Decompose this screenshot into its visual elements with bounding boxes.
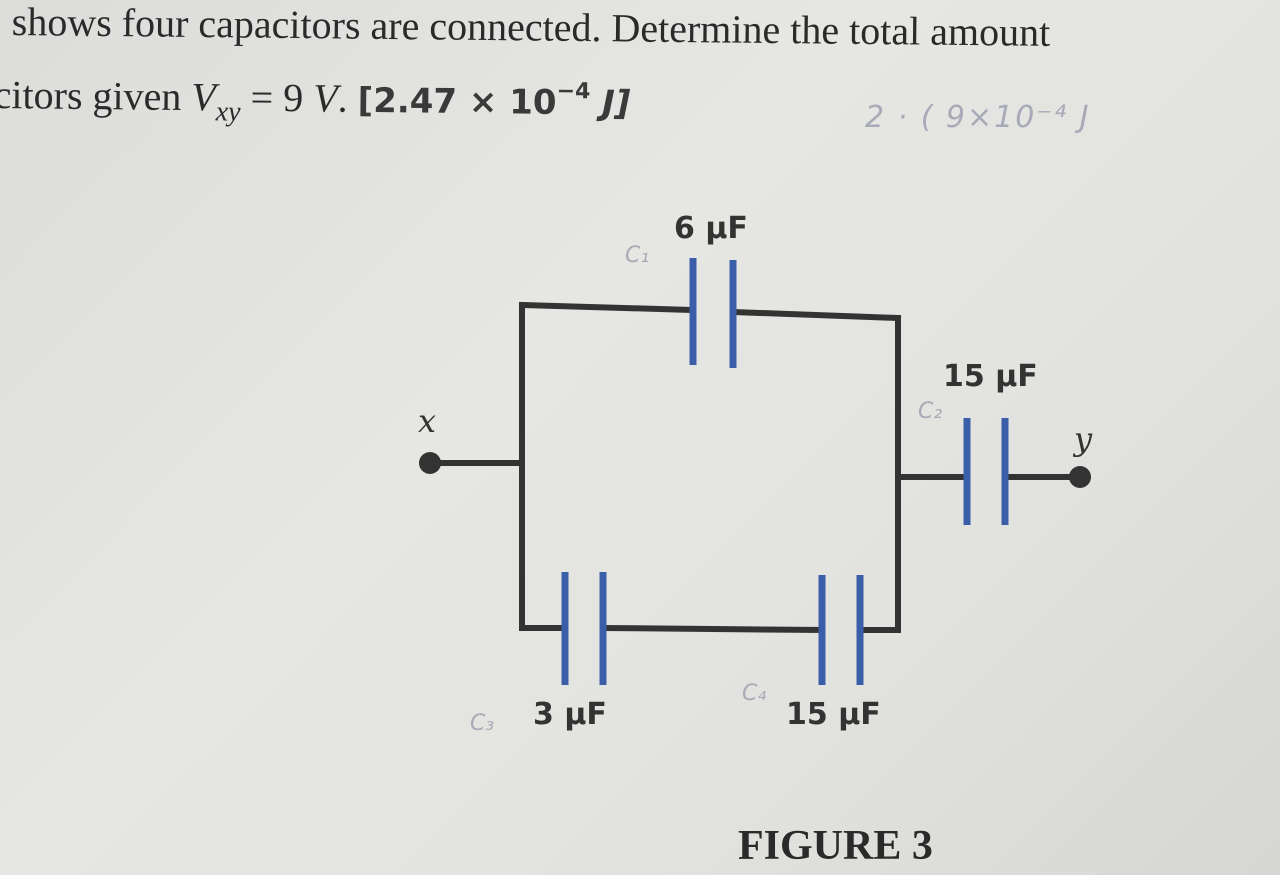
cap-bottom-right-label: 15 μF bbox=[786, 697, 881, 732]
wire-top-left bbox=[518, 301, 697, 314]
cap-bottom-left-label: 3 μF bbox=[533, 697, 607, 732]
node-x-label: x bbox=[418, 402, 436, 440]
handwritten-note: 2 · ( 9×10⁻⁴ J bbox=[865, 100, 1091, 135]
terminal-x-dot bbox=[419, 452, 441, 474]
pencil-c4-note: C₄ bbox=[742, 681, 766, 706]
cap-top-label: 6 μF bbox=[674, 211, 748, 246]
wire-top-right bbox=[729, 308, 902, 322]
pencil-c1-note: C₁ bbox=[625, 243, 649, 268]
node-y-label: y bbox=[1072, 420, 1093, 458]
cap-right-label: 15 μF bbox=[943, 359, 1038, 394]
terminal-y-dot bbox=[1069, 466, 1091, 488]
wire-bottom-2 bbox=[599, 624, 826, 634]
figure-caption: FIGURE 3 bbox=[738, 823, 933, 869]
pencil-c2-note: C₂ bbox=[918, 399, 942, 424]
pencil-c3-note: C₃ bbox=[470, 711, 494, 736]
